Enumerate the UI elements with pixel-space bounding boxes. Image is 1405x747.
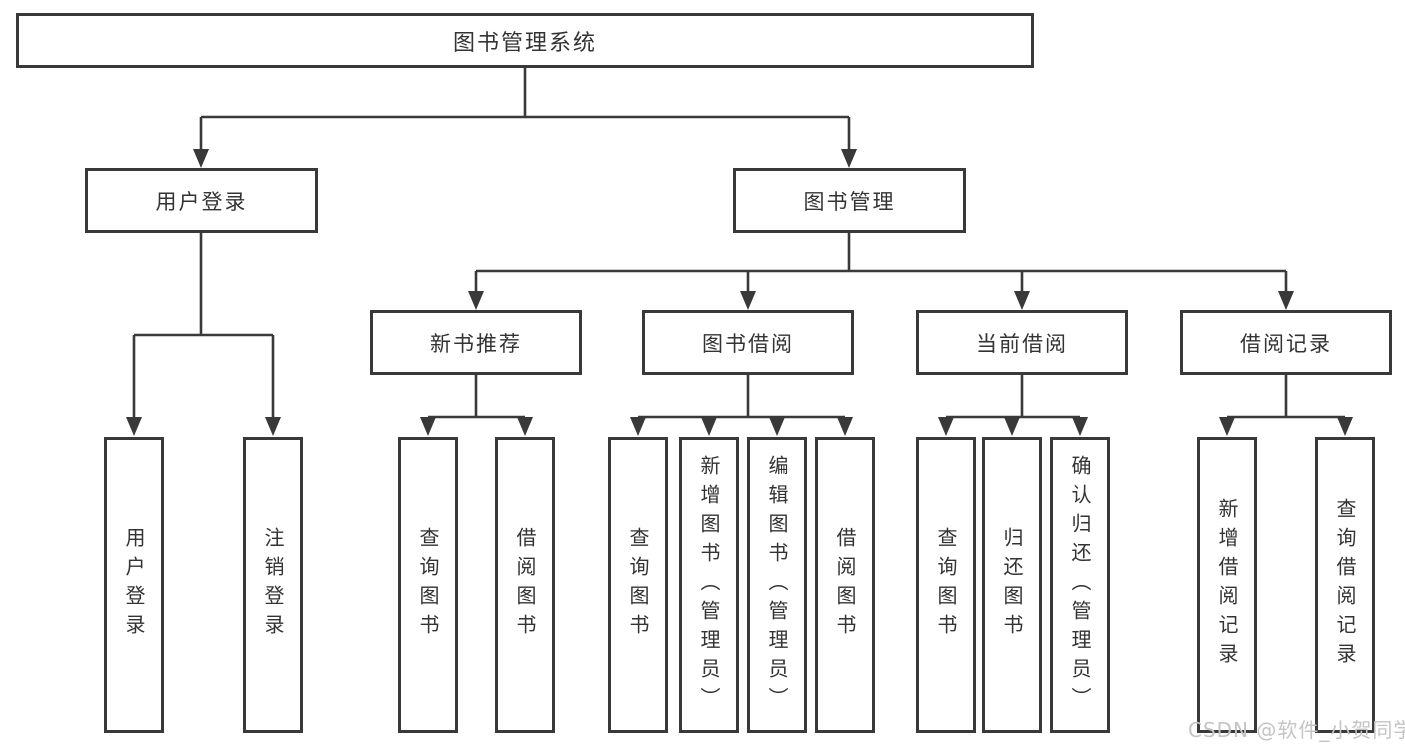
leaf-newbook-borrow-books-label: 借阅图书 [513, 527, 537, 643]
leaf-logout-label: 注销登录 [261, 527, 285, 643]
node-book-management-label: 图书管理 [803, 189, 896, 214]
leaf-borrow-query-books: 查询图书 [608, 437, 668, 733]
leaf-user-login: 用户登录 [104, 437, 164, 733]
leaf-add-books-admin: 新增图书（管理员） [679, 437, 739, 733]
node-book-management: 图书管理 [733, 168, 966, 233]
leaf-query-borrow-record: 查询借阅记录 [1315, 437, 1375, 733]
leaf-current-query-books: 查询图书 [916, 437, 976, 733]
node-new-book-recommend: 新书推荐 [370, 310, 582, 375]
node-user-login-label: 用户登录 [155, 189, 248, 214]
leaf-borrow-books-label: 借阅图书 [833, 527, 857, 643]
leaf-add-borrow-record-label: 新增借阅记录 [1215, 498, 1239, 672]
node-borrow-records: 借阅记录 [1180, 310, 1392, 375]
node-library-system-label: 图书管理系统 [452, 30, 597, 56]
node-new-book-recommend-label: 新书推荐 [430, 331, 522, 356]
node-book-borrow-label: 图书借阅 [702, 331, 794, 356]
leaf-confirm-return-admin: 确认归还（管理员） [1050, 437, 1110, 733]
leaf-return-books: 归还图书 [982, 437, 1042, 733]
node-user-login: 用户登录 [85, 168, 318, 233]
csdn-watermark: CSDN @软件_小贺同学 [1188, 718, 1405, 742]
leaf-query-borrow-record-label: 查询借阅记录 [1333, 498, 1357, 672]
leaf-add-borrow-record: 新增借阅记录 [1197, 437, 1257, 733]
node-current-borrow-label: 当前借阅 [976, 331, 1068, 356]
node-borrow-records-label: 借阅记录 [1240, 331, 1332, 356]
node-current-borrow: 当前借阅 [916, 310, 1128, 375]
leaf-confirm-return-admin-label: 确认归还（管理员） [1068, 454, 1092, 716]
leaf-newbook-borrow-books: 借阅图书 [495, 437, 555, 733]
leaf-newbook-query-books-label: 查询图书 [416, 527, 440, 643]
leaf-add-books-admin-label: 新增图书（管理员） [697, 454, 721, 716]
leaf-edit-books-admin-label: 编辑图书（管理员） [765, 454, 789, 716]
arrowheads [126, 149, 1353, 436]
leaf-logout: 注销登录 [243, 437, 303, 733]
leaf-newbook-query-books: 查询图书 [398, 437, 458, 733]
node-book-borrow: 图书借阅 [642, 310, 854, 375]
node-library-system: 图书管理系统 [16, 13, 1034, 68]
leaf-borrow-query-books-label: 查询图书 [626, 527, 650, 643]
leaf-borrow-books: 借阅图书 [815, 437, 875, 733]
leaf-current-query-books-label: 查询图书 [934, 527, 958, 643]
leaf-user-login-label: 用户登录 [122, 527, 146, 643]
leaf-return-books-label: 归还图书 [1000, 527, 1024, 643]
leaf-edit-books-admin: 编辑图书（管理员） [747, 437, 807, 733]
